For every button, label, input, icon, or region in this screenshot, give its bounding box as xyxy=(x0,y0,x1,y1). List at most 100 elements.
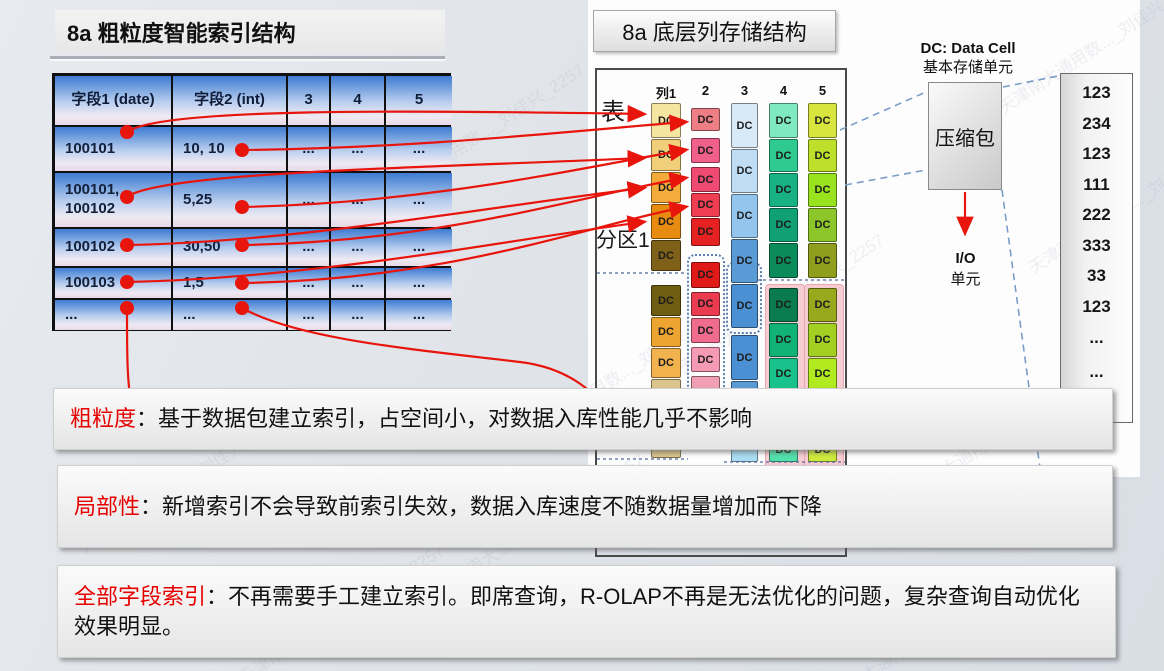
dc-cell: DC xyxy=(731,239,758,283)
column-header: 3 xyxy=(740,83,749,98)
left-section-title: 8a 粗粒度智能索引结构 xyxy=(55,10,445,53)
table-cell: ... xyxy=(386,268,452,298)
dc-cell: DC xyxy=(808,323,837,357)
note-label: 局部性 xyxy=(74,493,141,519)
partition-label: 分区1 xyxy=(596,229,650,252)
table-cell: ... xyxy=(288,268,329,298)
table-cell: ... xyxy=(55,300,171,330)
note-text: ：新增索引不会导致前索引失效，数据入库速度不随数据量增加而下降 xyxy=(140,493,823,519)
dc-cell: DC xyxy=(651,317,681,347)
dc-cell: DC xyxy=(731,149,758,193)
dc-cell: DC xyxy=(691,108,720,131)
dc-cell: DC xyxy=(651,103,681,138)
table-label: 表 xyxy=(601,99,625,126)
table-cell: 10, 10 xyxy=(173,127,286,171)
note-label: 全部字段索引 xyxy=(74,583,207,609)
table-cell: ... xyxy=(331,300,384,330)
note-label: 粗粒度 xyxy=(70,406,137,432)
table-cell: ... xyxy=(331,229,384,266)
table-cell: ... xyxy=(386,300,452,330)
dc-cell: DC xyxy=(769,173,798,207)
table-cell: 1,5 xyxy=(173,268,286,298)
dc-cell: DC xyxy=(808,358,837,390)
value-item: 123 xyxy=(1082,83,1111,103)
table-cell: 5,25 xyxy=(173,173,286,227)
note-text: ：基于数据包建立索引，占空间小，对数据入库性能几乎不影响 xyxy=(136,406,753,432)
dc-cell: DC xyxy=(691,262,720,288)
dc-legend-line2: 基本存储单元 xyxy=(922,59,1013,76)
dc-cell: DC xyxy=(651,172,681,203)
column-header: 列1 xyxy=(655,86,677,101)
dc-cell: DC xyxy=(769,103,798,138)
dc-cell: DC xyxy=(691,193,720,217)
dc-cell: DC xyxy=(651,139,681,171)
note-locality: 局部性：新增索引不会导致前索引失效，数据入库速度不随数据量增加而下降 xyxy=(57,465,1113,548)
table-header-cell: 4 xyxy=(331,76,384,125)
right-section-title: 8a 底层列存储结构 xyxy=(593,10,836,52)
table-header-cell: 字段1 (date) xyxy=(55,76,171,125)
table-cell: ... xyxy=(173,300,286,330)
dc-cell: DC xyxy=(769,358,798,390)
column-header: 5 xyxy=(818,83,827,98)
dc-cell: DC xyxy=(769,243,798,278)
value-item: ... xyxy=(1089,328,1104,348)
table-cell: ... xyxy=(331,268,384,298)
dc-cell: DC xyxy=(731,284,758,328)
dc-cell: DC xyxy=(769,139,798,172)
table-cell: 100102 xyxy=(55,229,171,266)
note-text: ：不再需要手工建立索引。即席查询，R-OLAP不再是无法优化的问题，复杂查询自动… xyxy=(74,583,1080,639)
dc-cell: DC xyxy=(651,204,681,239)
value-item: ... xyxy=(1089,361,1104,381)
value-item: 123 xyxy=(1082,144,1111,164)
io-unit-line1: I/O xyxy=(955,250,976,267)
dc-cell: DC xyxy=(769,208,798,242)
note-all-field-index: 全部字段索引：不再需要手工建立索引。即席查询，R-OLAP不再是无法优化的问题，… xyxy=(57,565,1116,658)
dc-cell: DC xyxy=(808,288,837,322)
value-item: 33 xyxy=(1087,266,1106,286)
dc-cell: DC xyxy=(691,167,720,192)
dc-cell: DC xyxy=(691,138,720,163)
dc-cell: DC xyxy=(651,285,681,316)
column-header: 2 xyxy=(701,83,710,98)
dc-cell: DC xyxy=(691,318,720,343)
compressed-package-box: 压缩包 xyxy=(928,82,1002,190)
dc-cell: DC xyxy=(808,243,837,278)
dc-cell: DC xyxy=(808,139,837,172)
dc-cell: DC xyxy=(651,348,681,378)
title-underline xyxy=(50,56,445,59)
value-item: 333 xyxy=(1082,235,1111,255)
note-coarse-granularity: 粗粒度：基于数据包建立索引，占空间小，对数据入库性能几乎不影响 xyxy=(53,388,1113,450)
dc-cell: DC xyxy=(808,173,837,207)
dc-cell: DC xyxy=(808,208,837,242)
table-cell: 100101 xyxy=(55,127,171,171)
table-cell: ... xyxy=(331,127,384,171)
dc-cell: DC xyxy=(731,194,758,238)
table-cell: 30,50 xyxy=(173,229,286,266)
value-item: 111 xyxy=(1083,174,1110,194)
dc-cell: DC xyxy=(731,103,758,148)
table-cell: ... xyxy=(288,127,329,171)
value-item: 123 xyxy=(1082,296,1111,316)
table-cell: ... xyxy=(288,173,329,227)
dc-legend-line1: DC: Data Cell xyxy=(920,40,1016,57)
table-cell: 100103 xyxy=(55,268,171,298)
dc-cell: DC xyxy=(731,335,758,380)
dc-cell: DC xyxy=(769,323,798,357)
dc-cell: DC xyxy=(691,292,720,316)
table-cell: ... xyxy=(288,300,329,330)
io-unit-line2: 单元 xyxy=(950,271,981,288)
table-cell: ... xyxy=(386,127,452,171)
value-item: 222 xyxy=(1082,205,1111,225)
table-cell: ... xyxy=(331,173,384,227)
dc-cell: DC xyxy=(651,240,681,271)
table-cell: 100101, 100102 xyxy=(55,173,171,227)
dc-cell: DC xyxy=(769,288,798,322)
dc-cell: DC xyxy=(808,103,837,138)
table-cell: ... xyxy=(386,173,452,227)
table-header-cell: 3 xyxy=(288,76,329,125)
table-cell: ... xyxy=(386,229,452,266)
dc-cell: DC xyxy=(691,218,720,246)
